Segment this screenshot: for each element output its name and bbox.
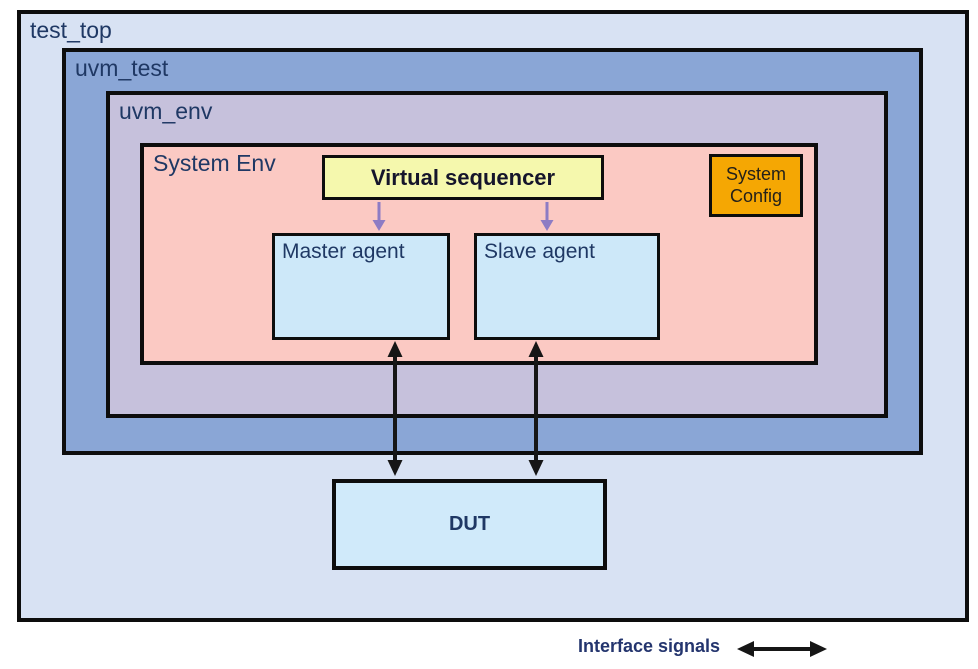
interface-signals-label: Interface signals [578, 636, 721, 656]
master-agent-label: Master agent [282, 240, 405, 263]
system-config-label: System Config [725, 164, 786, 206]
system-env-label: System Env [153, 150, 276, 176]
virtual-sequencer-label: Virtual sequencer [370, 164, 556, 190]
dut-block: DUT [332, 479, 607, 570]
test-top-label: test_top [30, 17, 112, 43]
system-config-block: System Config [709, 154, 803, 217]
dut-label: DUT [448, 513, 491, 535]
master-agent-block: Master agent [272, 233, 450, 340]
slave-agent-label: Slave agent [484, 240, 595, 263]
virtual-sequencer-block: Virtual sequencer [322, 155, 604, 200]
interface-signals-arrow-icon [737, 641, 827, 657]
uvm-test-label: uvm_test [75, 55, 169, 81]
uvm-env-label: uvm_env [119, 98, 213, 124]
slave-agent-block: Slave agent [474, 233, 660, 340]
